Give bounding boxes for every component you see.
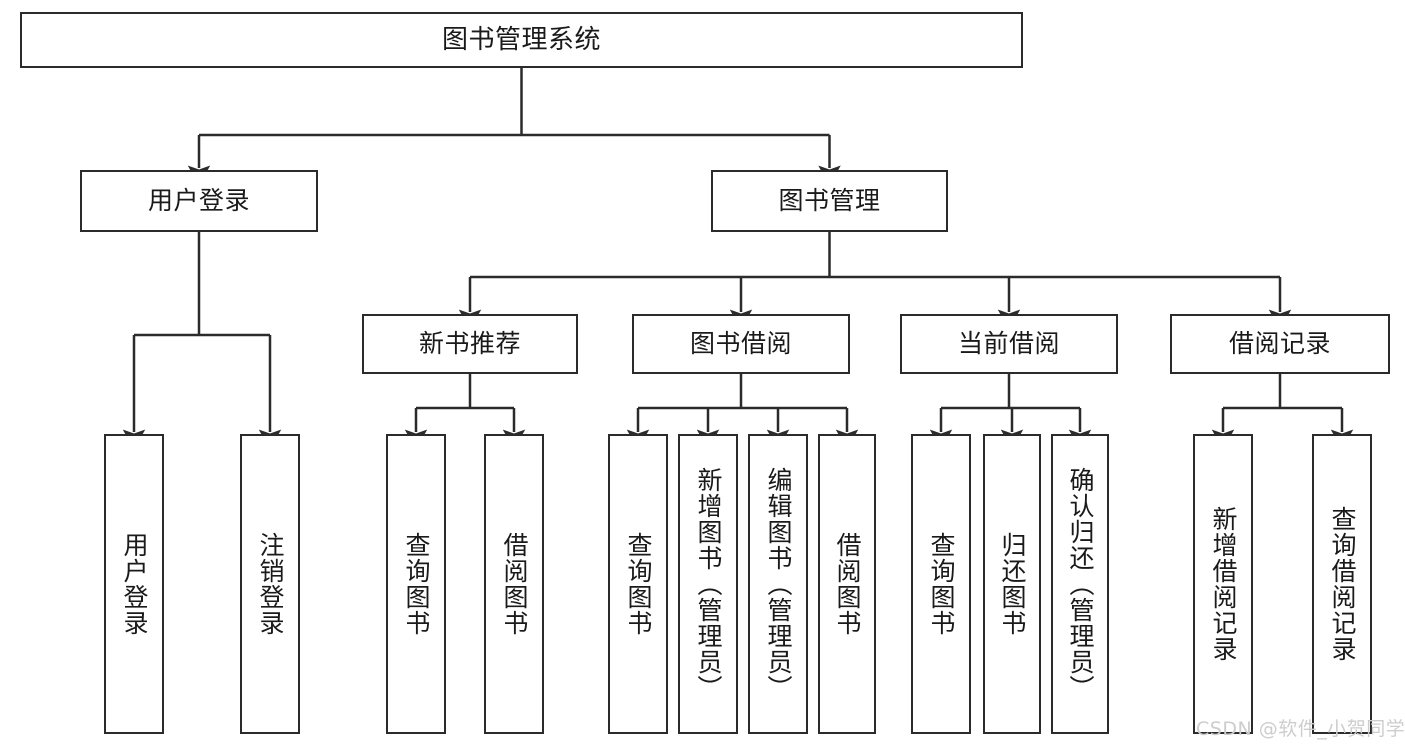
node-leaf-nb-borrow: 借阅图书	[484, 434, 544, 734]
node-login: 用户登录	[80, 170, 318, 232]
node-label: 查询图书	[402, 532, 431, 636]
node-label: 注销登录	[256, 532, 285, 636]
node-label: 归还图书	[998, 532, 1027, 636]
node-leaf-user-login: 用户登录	[104, 434, 164, 734]
node-label: 借阅图书	[833, 532, 862, 636]
node-label: 查询图书	[927, 532, 956, 636]
node-root: 图书管理系统	[20, 12, 1023, 68]
node-leaf-nb-query: 查询图书	[386, 434, 446, 734]
node-bookmgmt: 图书管理	[711, 170, 948, 232]
node-label: 借阅记录	[1228, 329, 1331, 359]
node-label: 用户登录	[147, 186, 250, 216]
node-label: 图书管理系统	[441, 24, 601, 55]
csdn-watermark: CSDN @软件_小贺同学	[1196, 718, 1405, 740]
node-label: 借阅图书	[500, 532, 529, 636]
node-leaf-bo-add: 新增图书（管理员）	[678, 434, 738, 734]
node-leaf-re-add: 新增借阅记录	[1193, 434, 1253, 734]
node-label: 编辑图书（管理员）	[764, 467, 793, 701]
node-label: 新增借阅记录	[1209, 506, 1238, 662]
node-label: 用户登录	[120, 532, 149, 636]
node-label: 查询借阅记录	[1328, 506, 1357, 662]
node-label: 新书推荐	[418, 329, 521, 359]
node-leaf-cu-query: 查询图书	[911, 434, 971, 734]
node-leaf-cu-return: 归还图书	[983, 434, 1041, 734]
node-label: 新增图书（管理员）	[694, 467, 723, 701]
node-leaf-user-logout: 注销登录	[240, 434, 300, 734]
node-records: 借阅记录	[1170, 314, 1390, 374]
node-label: 查询图书	[624, 532, 653, 636]
node-leaf-bo-edit: 编辑图书（管理员）	[748, 434, 808, 734]
node-label: 图书借阅	[689, 329, 792, 359]
node-borrow: 图书借阅	[632, 314, 850, 374]
node-label: 图书管理	[778, 186, 881, 216]
node-label: 确认归还（管理员）	[1066, 467, 1095, 701]
node-leaf-bo-borrow: 借阅图书	[818, 434, 876, 734]
node-label: 当前借阅	[957, 329, 1060, 359]
node-leaf-bo-query: 查询图书	[608, 434, 668, 734]
node-leaf-re-query: 查询借阅记录	[1312, 434, 1372, 734]
node-newbook: 新书推荐	[362, 314, 578, 374]
node-leaf-cu-confirm: 确认归还（管理员）	[1051, 434, 1109, 734]
node-current: 当前借阅	[900, 314, 1118, 374]
